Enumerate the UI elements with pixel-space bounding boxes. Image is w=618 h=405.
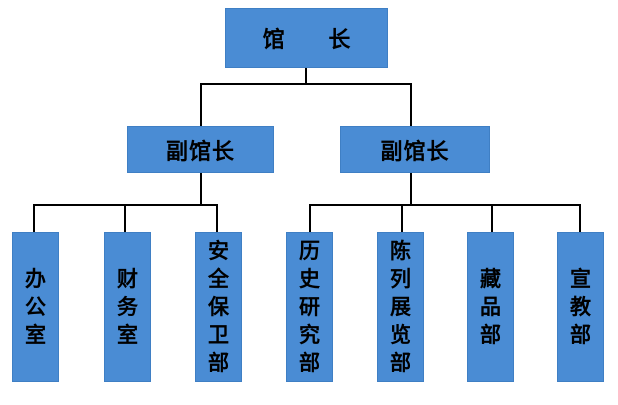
department-exhibition: 陈列展览部 bbox=[377, 232, 424, 382]
department-office: 办公室 bbox=[12, 232, 59, 382]
connector-top-bar bbox=[200, 83, 412, 85]
director-box: 馆 长 bbox=[225, 8, 388, 68]
connector-left-drop-2 bbox=[124, 204, 126, 232]
connector-right-drop-1 bbox=[309, 204, 311, 232]
department-education: 宣教部 bbox=[557, 232, 604, 382]
connector-top-right bbox=[410, 83, 412, 126]
connector-right-drop-3 bbox=[491, 204, 493, 232]
connector-right-down bbox=[410, 172, 412, 205]
deputy-director-box-left: 副馆长 bbox=[127, 126, 274, 173]
connector-top-down bbox=[305, 67, 307, 84]
connector-top-left bbox=[200, 83, 202, 126]
department-finance: 财务室 bbox=[104, 232, 151, 382]
department-security: 安全保卫部 bbox=[195, 232, 242, 382]
department-collection: 藏品部 bbox=[467, 232, 514, 382]
connector-left-down bbox=[200, 172, 202, 205]
connector-left-drop-3 bbox=[216, 204, 218, 232]
department-history-research: 历史研究部 bbox=[286, 232, 333, 382]
connector-right-drop-2 bbox=[401, 204, 403, 232]
connector-right-bar bbox=[309, 204, 581, 206]
connector-left-drop-1 bbox=[33, 204, 35, 232]
connector-right-drop-4 bbox=[579, 204, 581, 232]
deputy-director-box-right: 副馆长 bbox=[340, 126, 490, 173]
